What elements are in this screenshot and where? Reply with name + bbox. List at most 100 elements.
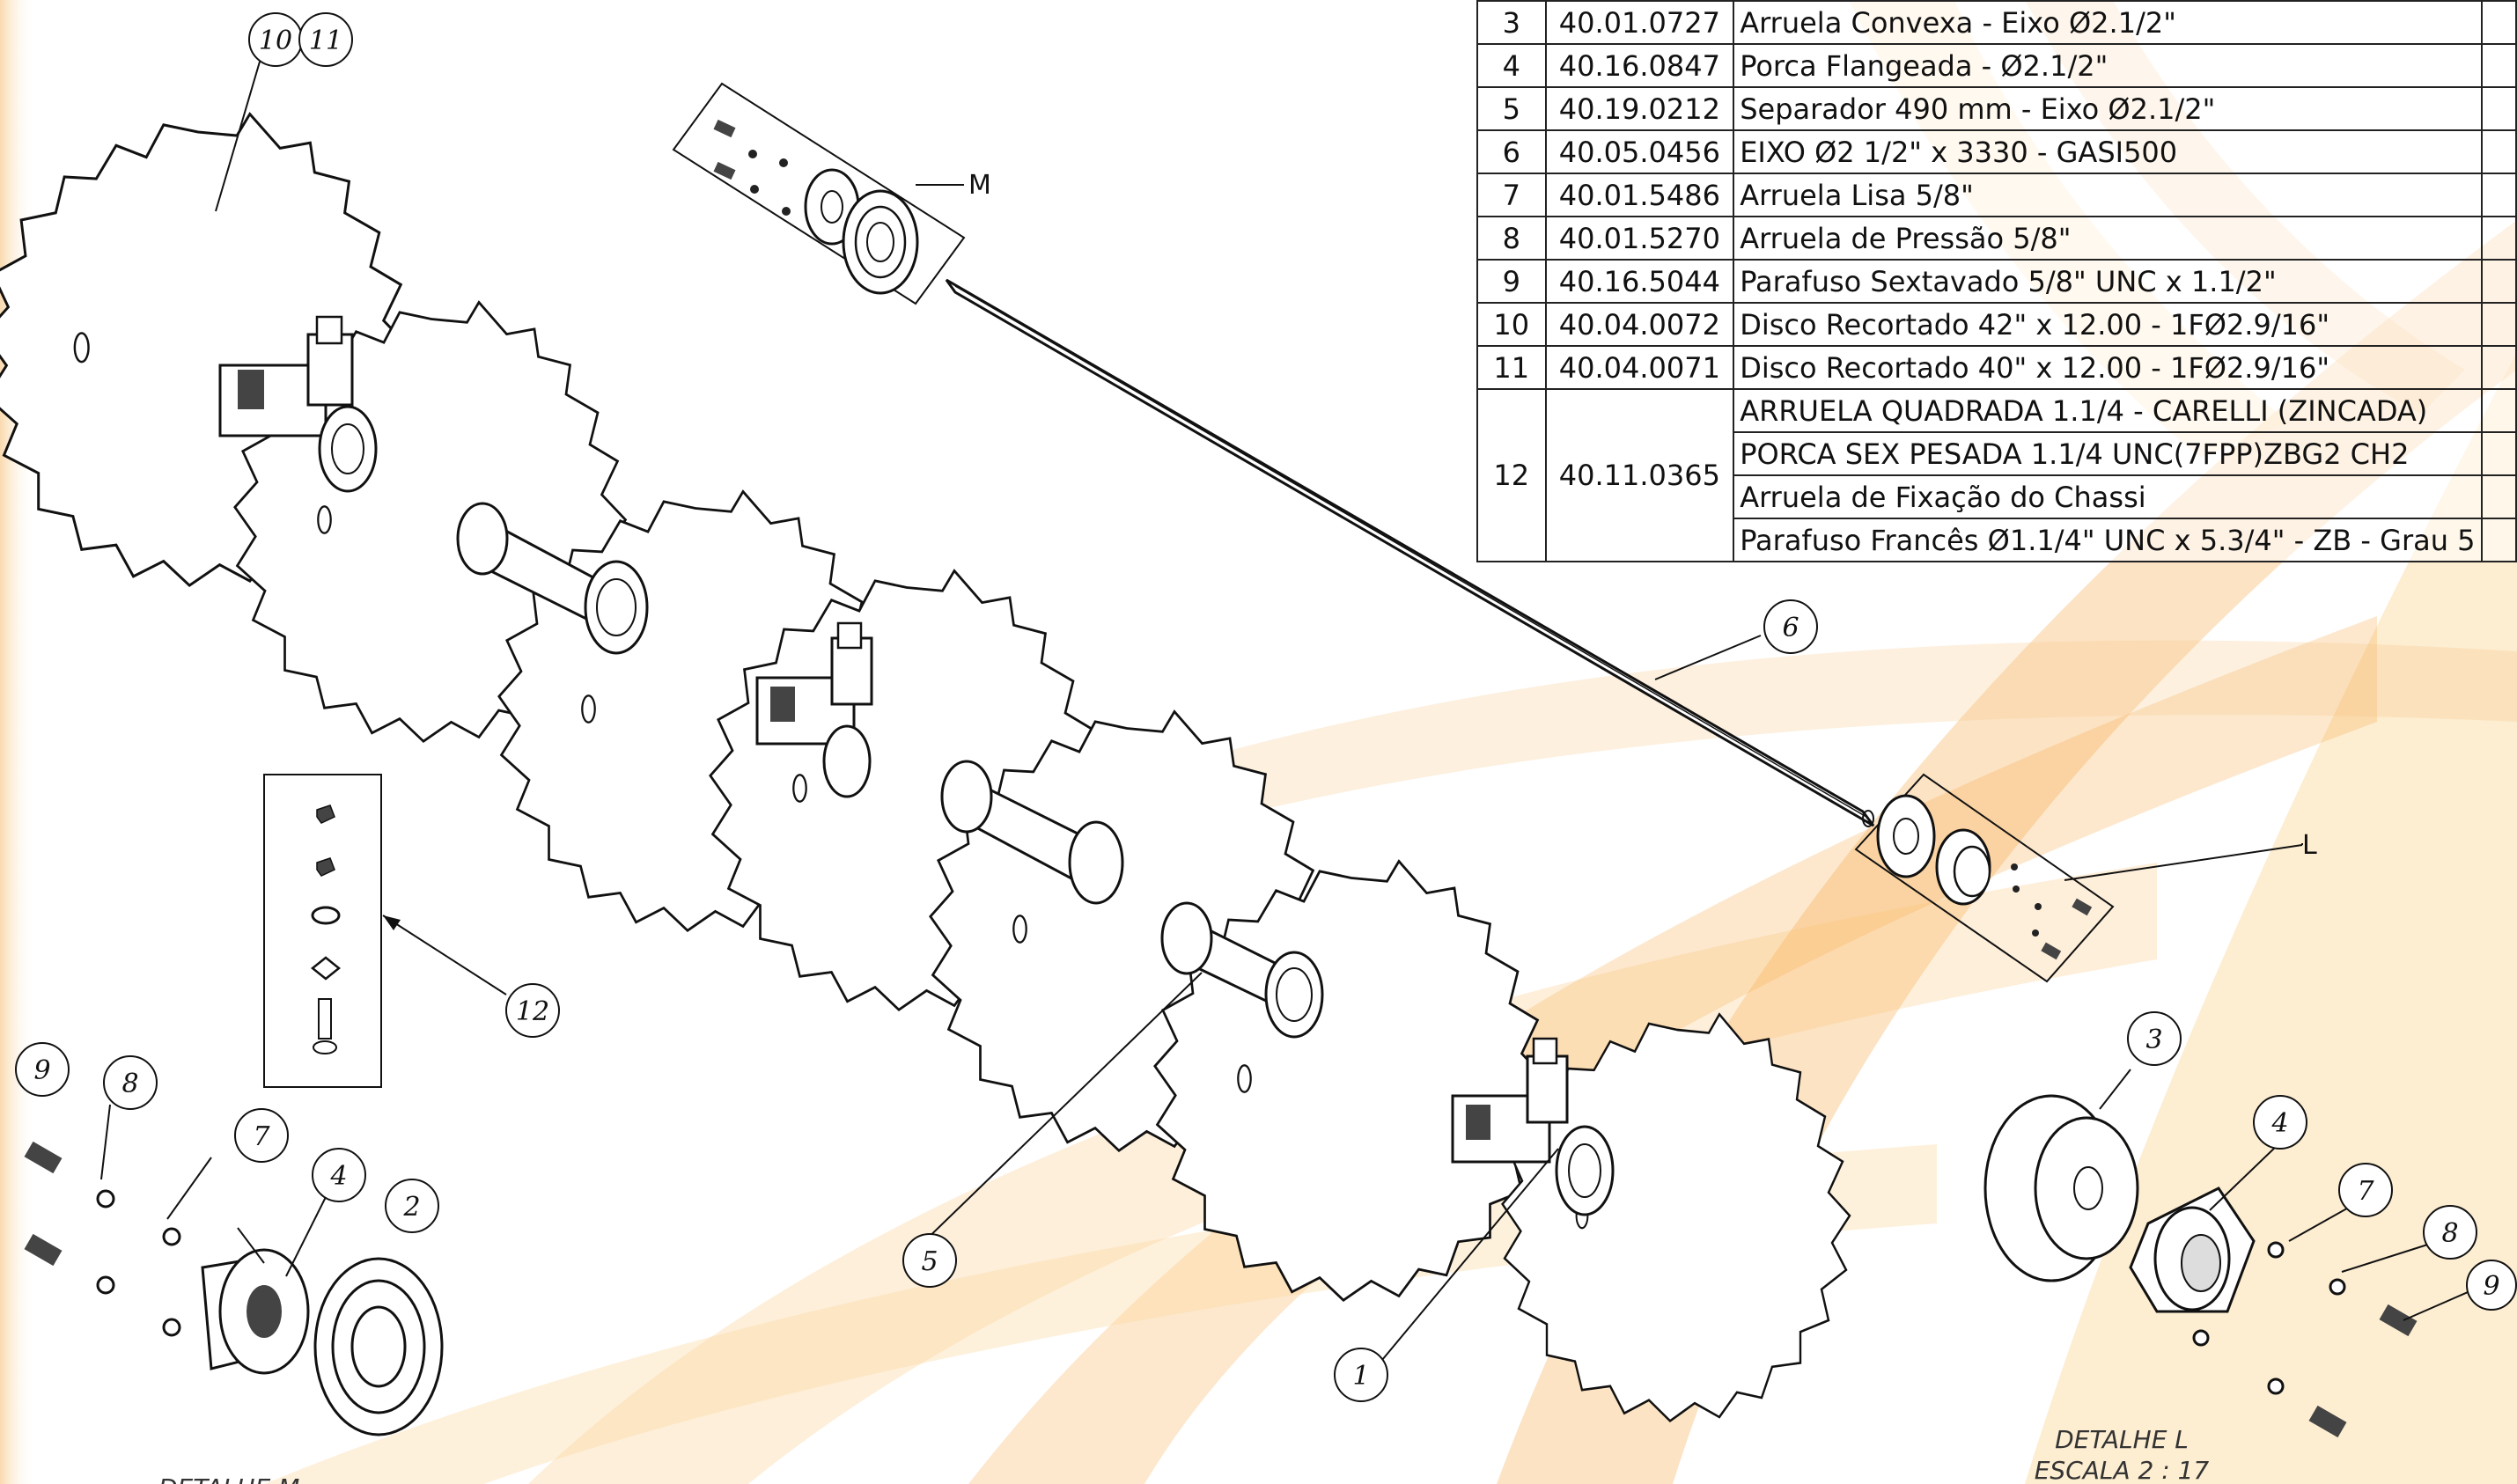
svg-text:3: 3 <box>2145 1025 2162 1055</box>
callout-3-right: 3 <box>2127 1011 2182 1066</box>
quantity-cell <box>2480 216 2517 261</box>
spacer-3 <box>1160 901 1324 1039</box>
detail-m-caption-clip: DETALHE M <box>158 1473 299 1484</box>
detail-l-caption-line1: DETALHE L <box>2055 1425 2189 1454</box>
item-number-cell: 10 <box>1476 302 1547 347</box>
quantity-cell <box>2480 474 2517 519</box>
callout-6: 6 <box>1763 599 1818 654</box>
quantity-cell <box>2480 86 2517 131</box>
callout-4-right: 4 <box>2253 1095 2307 1150</box>
quantity-cell <box>2480 518 2517 562</box>
description-cell: Arruela Lisa 5/8" <box>1733 173 2483 217</box>
quantity-cell <box>2480 43 2517 88</box>
item-number-cell: 12 <box>1476 388 1547 562</box>
svg-text:5: 5 <box>921 1246 938 1277</box>
description-cell: Disco Recortado 40" x 12.00 - 1FØ2.9/16" <box>1733 345 2483 390</box>
item-number-cell: 5 <box>1476 86 1547 131</box>
bearing-housing-3 <box>1451 1037 1615 1216</box>
bearing-housing-2 <box>755 621 873 798</box>
callout-leaders <box>100 61 2475 1361</box>
svg-text:2: 2 <box>402 1192 420 1223</box>
detail-l-caption-line2: ESCALA 2 : 17 <box>2035 1456 2210 1484</box>
shaft <box>945 278 1875 827</box>
callout-1: 1 <box>1334 1348 1388 1402</box>
svg-text:9: 9 <box>33 1055 50 1086</box>
callout-4-left: 4 <box>312 1148 366 1202</box>
callout-5: 5 <box>902 1233 957 1288</box>
description-cell: Arruela de Fixação do Chassi <box>1733 474 2483 519</box>
quantity-cell <box>2480 345 2517 390</box>
callout-11: 11 <box>298 12 353 67</box>
part-code-cell: 40.11.0365 <box>1544 388 1735 562</box>
detail-l-view <box>1854 773 2303 983</box>
table-row: Parafuso Francês Ø1.1/4" UNC x 5.3/4" - … <box>1477 518 2517 562</box>
quantity-cell <box>2480 302 2517 347</box>
part-code-cell: 40.04.0072 <box>1544 302 1735 347</box>
svg-text:7: 7 <box>253 1121 270 1152</box>
part-code-cell: 40.16.0847 <box>1544 43 1735 88</box>
bearing-housing-1 <box>218 315 378 493</box>
item-number-cell: 6 <box>1476 129 1547 174</box>
description-cell: Parafuso Sextavado 5/8" UNC x 1.1/2" <box>1733 259 2483 304</box>
description-cell: Porca Flangeada - Ø2.1/2" <box>1733 43 2483 88</box>
svg-text:12: 12 <box>516 996 549 1027</box>
detail-m-label: M <box>968 170 991 201</box>
svg-text:7: 7 <box>2357 1176 2374 1207</box>
spacer-1 <box>456 502 649 655</box>
callout-9-left: 9 <box>15 1042 70 1097</box>
callout-8-right: 8 <box>2423 1205 2477 1260</box>
callout-10: 10 <box>248 12 303 67</box>
table-row: Arruela de Fixação do Chassi <box>1477 474 2517 519</box>
svg-text:10: 10 <box>259 26 292 56</box>
svg-text:4: 4 <box>329 1161 347 1192</box>
callout-9-right: 9 <box>2466 1260 2517 1311</box>
detail-m-view <box>672 82 966 305</box>
part-code-cell: 40.05.0456 <box>1544 129 1735 174</box>
description-cell: Disco Recortado 42" x 12.00 - 1FØ2.9/16" <box>1733 302 2483 347</box>
callout-12: 12 <box>505 983 560 1038</box>
svg-text:9: 9 <box>2483 1271 2499 1302</box>
quantity-cell <box>2480 431 2517 476</box>
item-number-cell: 3 <box>1476 0 1547 45</box>
svg-text:8: 8 <box>2441 1218 2458 1249</box>
item-number-cell: 9 <box>1476 259 1547 304</box>
item-number-cell: 7 <box>1476 173 1547 217</box>
spacer-2 <box>940 760 1124 905</box>
callout-2-left: 2 <box>385 1179 439 1233</box>
callout-8-left: 8 <box>103 1055 158 1110</box>
detail-l-explode <box>1983 1094 2418 1438</box>
quantity-cell <box>2480 129 2517 174</box>
svg-text:DETALHE M: DETALHE M <box>158 1473 299 1484</box>
part-code-cell: 40.19.0212 <box>1544 86 1735 131</box>
description-cell: EIXO Ø2 1/2" x 3330 - GASI500 <box>1733 129 2483 174</box>
part-code-cell: 40.01.5486 <box>1544 173 1735 217</box>
callout-7-right: 7 <box>2338 1163 2393 1217</box>
part-code-cell: 40.01.0727 <box>1544 0 1735 45</box>
svg-text:11: 11 <box>309 26 342 56</box>
svg-text:1: 1 <box>1352 1361 1369 1392</box>
table-row: PORCA SEX PESADA 1.1/4 UNC(7FPP)ZBG2 CH2 <box>1477 431 2517 476</box>
svg-text:6: 6 <box>1782 613 1799 643</box>
item-number-cell: 11 <box>1476 345 1547 390</box>
callout-7-left: 7 <box>234 1108 289 1163</box>
quantity-cell <box>2480 173 2517 217</box>
hardware-kit-box <box>263 774 507 1088</box>
item-number-cell: 4 <box>1476 43 1547 88</box>
part-code-cell: 40.16.5044 <box>1544 259 1735 304</box>
quantity-cell <box>2480 259 2517 304</box>
description-cell: Arruela de Pressão 5/8" <box>1733 216 2483 261</box>
description-cell: Arruela Convexa - Eixo Ø2.1/2" <box>1733 0 2483 45</box>
svg-text:8: 8 <box>121 1069 138 1099</box>
description-cell: Parafuso Francês Ø1.1/4" UNC x 5.3/4" - … <box>1733 518 2483 562</box>
detail-l-label: L <box>2302 830 2317 861</box>
description-cell: PORCA SEX PESADA 1.1/4 UNC(7FPP)ZBG2 CH2 <box>1733 431 2483 476</box>
